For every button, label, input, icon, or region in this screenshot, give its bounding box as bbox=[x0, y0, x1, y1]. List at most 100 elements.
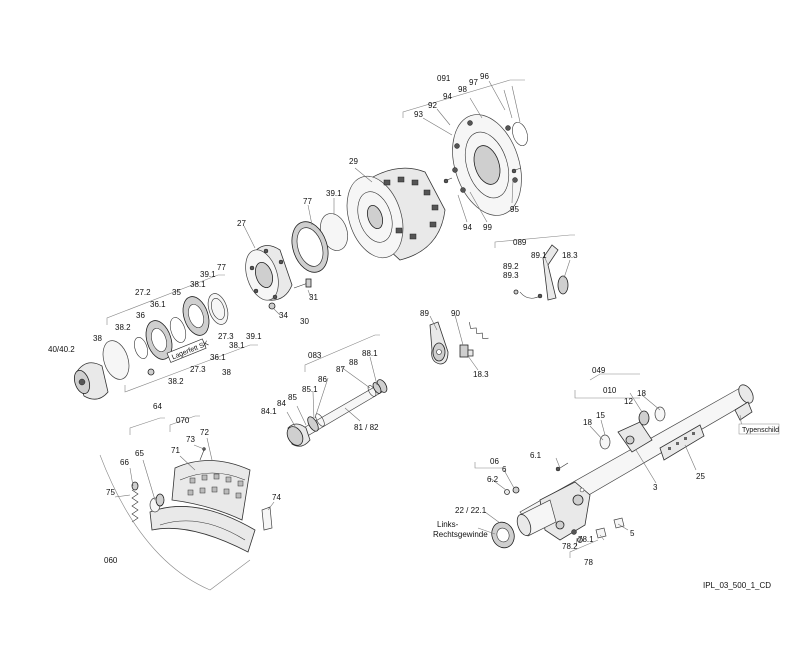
callout-36-1b: 36.1 bbox=[210, 353, 226, 362]
callout-86: 86 bbox=[318, 375, 327, 384]
callout-060: 060 bbox=[104, 556, 118, 565]
callout-27-3a: 27.3 bbox=[218, 332, 234, 341]
callout-36: 36 bbox=[136, 311, 145, 320]
return-spring bbox=[469, 322, 489, 339]
callout-38-1b: 38.1 bbox=[229, 341, 245, 350]
callout-18-3a: 18.3 bbox=[562, 251, 578, 260]
callout-29: 29 bbox=[349, 157, 358, 166]
cam-bracket bbox=[617, 421, 653, 453]
callout-87: 87 bbox=[336, 365, 345, 374]
shoe-spring bbox=[131, 489, 139, 523]
callout-18-3b: 18.3 bbox=[473, 370, 489, 379]
callout-010: 010 bbox=[603, 386, 617, 395]
callout-85: 85 bbox=[288, 393, 297, 402]
callout-78-2: 78.2 bbox=[562, 542, 578, 551]
brake-shoe-upper bbox=[171, 460, 251, 521]
hub-cap bbox=[73, 362, 109, 400]
callout-88-1: 88.1 bbox=[362, 349, 378, 358]
snap-ring bbox=[512, 122, 528, 146]
callout-88: 88 bbox=[349, 358, 358, 367]
callout-12: 12 bbox=[624, 397, 633, 406]
callout-36-1a: 36.1 bbox=[150, 300, 166, 309]
callout-39-1c: 39.1 bbox=[246, 332, 262, 341]
callout-06: 06 bbox=[490, 457, 499, 466]
callout-84: 84 bbox=[277, 399, 286, 408]
callout-89-3: 89.3 bbox=[503, 271, 519, 280]
thrust-washer bbox=[134, 337, 148, 359]
callout-95: 95 bbox=[510, 205, 519, 214]
brake-spider bbox=[539, 481, 591, 541]
callout-6-2: 6.2 bbox=[487, 475, 499, 484]
callout-81-82: 81 / 82 bbox=[354, 423, 379, 432]
callout-38-2a: 38.2 bbox=[115, 323, 131, 332]
callout-94b: 94 bbox=[463, 223, 472, 232]
callout-85-1: 85.1 bbox=[302, 385, 318, 394]
callout-89-2: 89.2 bbox=[503, 262, 519, 271]
camshaft bbox=[286, 379, 388, 447]
callout-049: 049 bbox=[592, 366, 606, 375]
thread-note-line1: Links- bbox=[437, 520, 459, 529]
nameplate-plate bbox=[659, 424, 705, 461]
callout-38-1a: 38.1 bbox=[190, 280, 206, 289]
bearing-cone bbox=[182, 296, 210, 336]
seal-cup bbox=[102, 340, 130, 380]
group-brackets bbox=[99, 79, 640, 591]
callout-40: 40/40.2 bbox=[48, 345, 75, 354]
callout-38b: 38 bbox=[222, 368, 231, 377]
callout-18b: 18 bbox=[583, 418, 592, 427]
callout-22: 22 / 22.1 bbox=[455, 506, 487, 515]
inner-bearing bbox=[145, 320, 173, 360]
callout-74: 74 bbox=[272, 493, 281, 502]
bearing-ring-1 bbox=[207, 293, 229, 325]
drawing-reference: IPL_03_500_1_CD bbox=[703, 581, 771, 590]
callout-083: 083 bbox=[308, 351, 322, 360]
callout-15: 15 bbox=[596, 411, 605, 420]
callout-94a: 94 bbox=[443, 92, 452, 101]
callout-39-1a: 39.1 bbox=[326, 189, 342, 198]
callout-64: 64 bbox=[153, 402, 162, 411]
callout-25: 25 bbox=[696, 472, 705, 481]
brake-drum bbox=[346, 167, 446, 261]
brake-shoe-lower bbox=[149, 506, 256, 553]
callout-72: 72 bbox=[200, 428, 209, 437]
callout-38-2b: 38.2 bbox=[168, 377, 184, 386]
callout-75: 75 bbox=[106, 488, 115, 497]
callout-38: 38 bbox=[93, 334, 102, 343]
callout-18a: 18 bbox=[637, 389, 646, 398]
callout-90: 90 bbox=[451, 309, 460, 318]
callout-091: 091 bbox=[437, 74, 451, 83]
callout-89: 89 bbox=[420, 309, 429, 318]
axle-nut bbox=[491, 521, 515, 549]
nameplate-note-box bbox=[738, 423, 780, 435]
callout-77a: 77 bbox=[303, 197, 312, 206]
callout-65: 65 bbox=[135, 449, 144, 458]
leader-lines bbox=[114, 80, 743, 547]
callout-34: 34 bbox=[279, 311, 288, 320]
shoe-clip bbox=[261, 506, 273, 531]
actuator-lever bbox=[429, 321, 449, 365]
callout-3: 3 bbox=[653, 483, 658, 492]
callout-6-1: 6.1 bbox=[530, 451, 542, 460]
callout-39-1b: 39.1 bbox=[200, 270, 216, 279]
callout-070: 070 bbox=[176, 416, 190, 425]
grease-label-tag: Lagerfett SK bbox=[166, 338, 210, 363]
callout-89-1: 89.1 bbox=[531, 251, 547, 260]
callout-96: 96 bbox=[480, 72, 489, 81]
thread-note-line2: Rechtsgewinde bbox=[433, 530, 488, 539]
callout-27-2: 27.2 bbox=[135, 288, 151, 297]
callout-78-1: 78.1 bbox=[578, 535, 594, 544]
callout-78: 78 bbox=[584, 558, 593, 567]
callout-77b: 77 bbox=[217, 263, 226, 272]
backing-plate bbox=[452, 114, 522, 216]
callout-66: 66 bbox=[120, 458, 129, 467]
cam-washer bbox=[307, 416, 319, 432]
callout-71: 71 bbox=[171, 446, 180, 455]
abs-ring bbox=[291, 221, 329, 273]
callout-5: 5 bbox=[630, 529, 635, 538]
nameplate-note: Typenschild bbox=[742, 427, 779, 434]
callout-30: 30 bbox=[300, 317, 309, 326]
wheel-hub bbox=[245, 245, 293, 301]
axle-spindle bbox=[516, 499, 557, 537]
callout-089: 089 bbox=[513, 238, 527, 247]
